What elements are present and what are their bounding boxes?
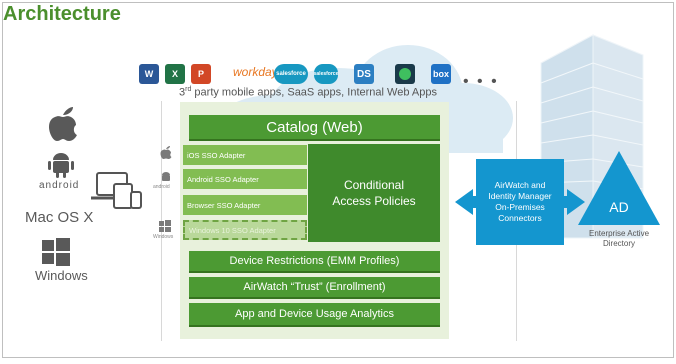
windows-icon [42,238,70,266]
android-label: android [39,180,80,191]
airwatch-trust-box: AirWatch “Trust” (Enrollment) [189,277,440,299]
conditional-access-policies: Conditional Access Policies [308,144,440,242]
more-dots: • • • [463,73,499,90]
usage-analytics-box: App and Device Usage Analytics [189,303,440,327]
word-icon: W [139,64,159,84]
windows-label: Windows [35,268,88,283]
android-small-label: android [153,184,170,190]
android-small-icon [162,172,170,181]
excel-icon: X [165,64,185,84]
double-arrow-icon [455,189,585,215]
android-icon [48,153,74,178]
windows-small-label: Windows [153,234,174,240]
powerpoint-icon: P [191,64,211,84]
ad-triangle [578,151,660,225]
architecture-slide: Architecture W X P workday salesforce sa… [2,2,674,358]
salesforce-logo-small: salesforce [314,64,338,84]
ad-caption: Enterprise Active Directory [588,229,650,248]
windows-small-icon [159,220,171,232]
mac-os-label: Mac OS X [25,209,94,226]
salesforce-logo: salesforce [274,64,308,84]
catalog-box: Catalog (Web) [189,115,440,141]
apple-small-icon [160,146,172,159]
devices-icon [91,172,142,209]
circle-app-icon [395,64,415,84]
docusign-logo: DS [354,64,374,84]
workday-logo: workday [233,65,278,79]
browser-sso-adapter: Browser SSO Adapter [183,195,307,215]
slide-title: Architecture [3,3,121,25]
on-premises-connectors-box: AirWatch and Identity Manager On-Premise… [476,159,564,245]
ad-label: AD [609,199,629,215]
ios-sso-adapter: iOS SSO Adapter [183,145,307,165]
apple-icon [49,107,77,141]
device-restrictions-box: Device Restrictions (EMM Profiles) [189,251,440,273]
apps-caption: 3rd party mobile apps, SaaS apps, Intern… [179,86,437,99]
box-logo: box [431,64,451,84]
android-sso-adapter: Android SSO Adapter [183,169,307,189]
windows-10-sso-adapter: Windows 10 SSO Adapter [183,220,307,240]
